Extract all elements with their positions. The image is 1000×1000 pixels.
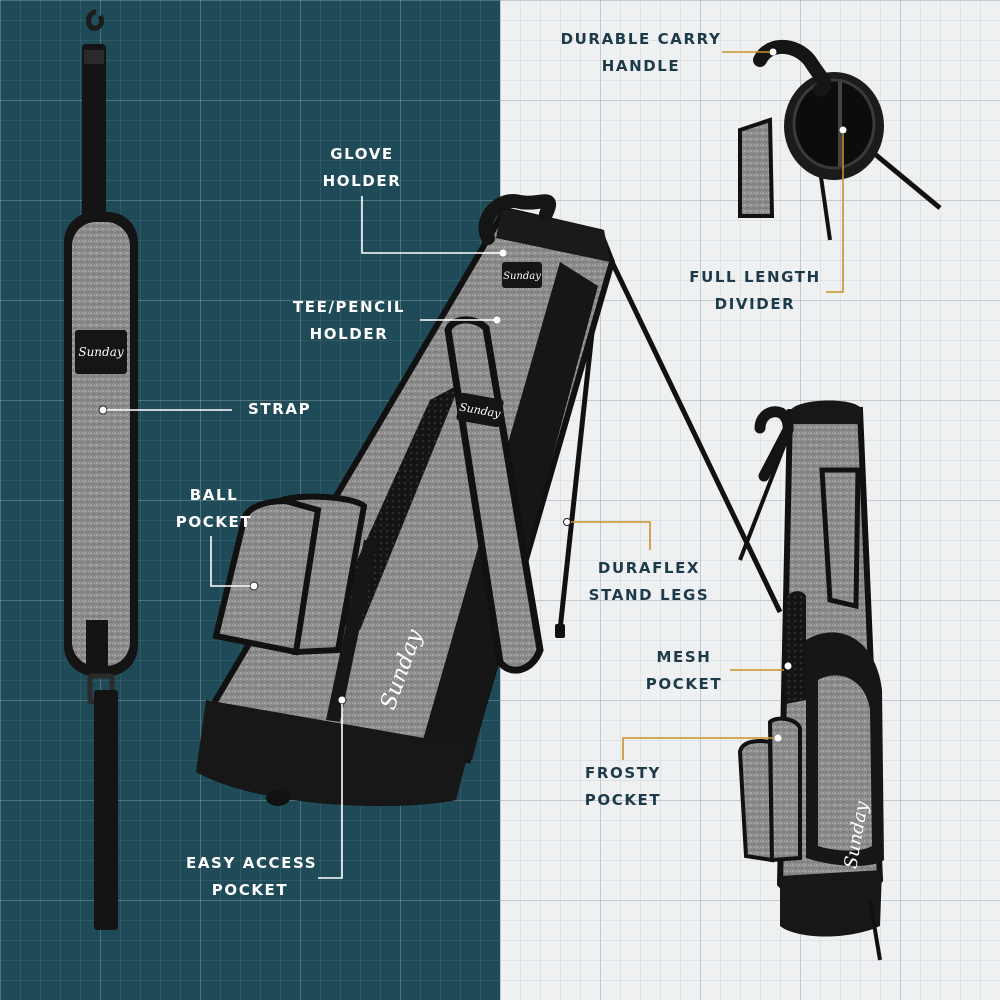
strap-label: STRAP — [248, 396, 311, 423]
strap-webbing-bottom — [94, 690, 118, 930]
frosty-pocket-label-line-1: FROSTY — [584, 764, 662, 782]
tee-pencil-holder-label: TEE/PENCIL HOLDER — [286, 294, 412, 348]
easy-access-pocket-label: EASY ACCESS POCKET — [186, 850, 318, 904]
glove-holder-label-line-1: GLOVE — [330, 145, 394, 163]
frosty-pocket-label: FROSTY POCKET — [578, 760, 668, 814]
strap: Sunday — [64, 9, 138, 930]
strap-label-line-1: STRAP — [248, 400, 312, 418]
strap-lower-tab — [86, 620, 108, 668]
side-leg-foot — [868, 899, 882, 961]
glove-holder-point — [499, 249, 507, 257]
carry-handle-icon — [478, 194, 556, 245]
strap-logo-text: Sunday — [78, 345, 124, 359]
glove-holder-label: GLOVE HOLDER — [314, 141, 410, 195]
frosty-pocket-label-line-2: POCKET — [584, 791, 662, 809]
main-bag: Sunday Sunday Sunday — [98, 194, 783, 807]
inset-leg-2 — [818, 169, 832, 241]
ball-pocket-leader — [210, 536, 250, 587]
easy-access-leader — [318, 704, 343, 879]
frosty-pocket — [737, 739, 775, 863]
duraflex-stand-legs-label-line-2: STAND LEGS — [588, 586, 710, 604]
stand-legs-leader — [571, 521, 651, 550]
strap-point — [98, 405, 108, 415]
side-mesh-pocket — [786, 591, 806, 704]
side-front-fabric — [818, 675, 872, 851]
frosty-pocket-leader — [622, 737, 774, 760]
tee-holder-point — [493, 316, 501, 324]
inset-leg — [868, 148, 942, 210]
full-length-divider-label: FULL LENGTH DIVIDER — [686, 264, 824, 318]
bag-base — [196, 700, 470, 807]
full-length-divider-label-line-1: FULL LENGTH — [689, 268, 821, 286]
side-view-bag: Sunday — [563, 400, 884, 961]
side-upper-panel — [819, 467, 861, 610]
collar-logo-text: Sunday — [503, 271, 541, 282]
durable-carry-handle-label-line-2: HANDLE — [601, 57, 681, 75]
top-view-inset — [738, 39, 942, 241]
handle-point — [769, 48, 777, 56]
durable-carry-handle-label-line-1: DURABLE CARRY — [560, 30, 722, 48]
side-bag-base — [780, 870, 882, 937]
ball-pocket-label: BALL POCKET — [166, 482, 262, 536]
carabiner-clip-icon — [86, 9, 105, 31]
duraflex-stand-legs-label-line-1: DURAFLEX — [597, 559, 701, 577]
glove-holder-label-line-2: HOLDER — [322, 172, 402, 190]
ball-pocket-point — [249, 581, 259, 591]
strap-webbing-top — [82, 44, 106, 230]
collar-logo-patch — [502, 262, 542, 288]
leg-foot-left — [555, 624, 565, 638]
side-bag-collar — [790, 400, 862, 424]
ball-pocket-side — [271, 493, 368, 656]
bag-foot — [266, 790, 290, 806]
inset-bag-side — [738, 117, 775, 218]
strap-pad — [72, 222, 130, 666]
tee-pencil-holder-label-line-1: TEE/PENCIL — [292, 298, 406, 316]
strap-logo-patch — [75, 330, 127, 374]
frosty-pocket-point — [774, 734, 782, 742]
mesh-pocket-label-line-1: MESH — [656, 648, 712, 666]
easy-access-zipper — [326, 540, 378, 722]
bag-collar — [496, 208, 610, 262]
stand-leg-right — [609, 260, 783, 614]
leader-lines — [107, 51, 844, 879]
durable-carry-handle-label: DURABLE CARRY HANDLE — [560, 26, 722, 80]
easy-access-point — [337, 695, 347, 705]
mesh-pocket-label: MESH POCKET — [640, 644, 728, 698]
frosty-pocket-front — [767, 716, 802, 863]
tee-pencil-holder-label-line-2: HOLDER — [309, 325, 389, 343]
ball-pocket-label-line-2: POCKET — [175, 513, 253, 531]
ball-pocket-label-line-1: BALL — [189, 486, 239, 504]
inset-bag-inner — [792, 78, 876, 170]
divider-point — [839, 126, 847, 134]
strap-buckle-top — [84, 50, 104, 64]
easy-access-pocket-label-line-2: POCKET — [211, 881, 289, 899]
bag-strap-logo-patch — [456, 392, 504, 428]
full-length-divider-label-line-2: DIVIDER — [714, 295, 796, 313]
mesh-pocket-label-line-2: POCKET — [645, 675, 723, 693]
glove-holder-leader — [361, 196, 500, 254]
side-handle-icon — [754, 406, 794, 482]
stand-legs-point — [563, 518, 571, 526]
duraflex-stand-legs-label: DURAFLEX STAND LEGS — [588, 555, 710, 609]
easy-access-pocket-label-line-1: EASY ACCESS — [186, 854, 318, 872]
mesh-pocket-point — [784, 662, 792, 670]
divider-leader — [826, 134, 844, 293]
